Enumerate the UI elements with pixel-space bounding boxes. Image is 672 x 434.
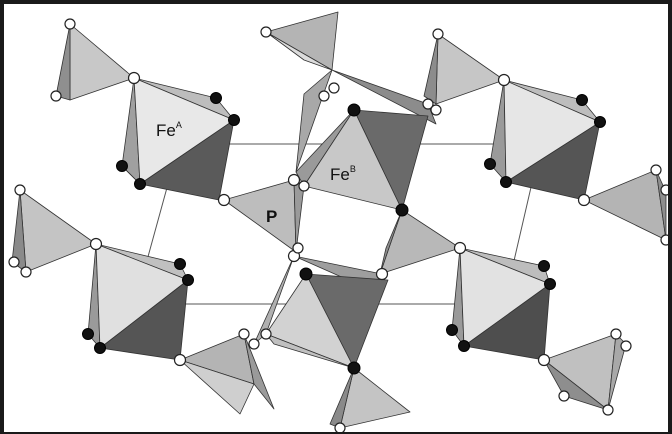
oxygen-atom — [64, 18, 76, 30]
oxygen-atoms — [8, 18, 668, 432]
oxygen-atom — [328, 82, 340, 94]
black-atom — [210, 92, 222, 104]
black-atom — [594, 116, 606, 128]
structure-svg: FeA FeB P — [8, 11, 668, 432]
oxygen-atom — [238, 328, 250, 340]
black-atom — [347, 103, 361, 117]
oxygen-atom — [248, 338, 260, 350]
fe-a-octahedron — [121, 77, 235, 201]
label-fe-b: FeB — [330, 164, 356, 184]
po4-tetrahedron-top-center — [265, 11, 339, 71]
oxygen-atom — [8, 256, 20, 268]
label-fe-a: FeA — [156, 120, 182, 140]
oxygen-atom — [375, 267, 389, 281]
oxygen-atom — [260, 26, 272, 38]
oxygen-atom — [620, 340, 632, 352]
po4-tetrahedron-bottom-center — [329, 367, 411, 429]
po4-tetrahedron-far-right — [583, 169, 667, 241]
oxygen-atom — [660, 184, 668, 196]
oxygen-atom — [50, 90, 62, 102]
black-atom — [94, 342, 106, 354]
oxygen-atom — [602, 404, 614, 416]
black-atom — [82, 328, 94, 340]
black-atom — [182, 274, 194, 286]
black-atom — [446, 324, 458, 336]
oxygen-atom — [497, 73, 511, 87]
oxygen-atom — [173, 353, 187, 367]
black-atom — [544, 278, 556, 290]
black-atom — [538, 260, 550, 272]
black-atom — [116, 160, 128, 172]
crystal-structure-diagram: FeA FeB P — [4, 4, 668, 432]
p-tetrahedron-center — [223, 179, 305, 253]
oxygen-atom — [217, 193, 231, 207]
oxygen-atom — [20, 266, 32, 278]
oxygen-atom — [650, 164, 662, 176]
fe-a-octahedron-lower-right — [451, 247, 551, 361]
black-atom — [576, 94, 588, 106]
oxygen-atom — [287, 173, 301, 187]
oxygen-atom — [260, 328, 272, 340]
oxygen-atom — [432, 28, 444, 40]
oxygen-atom — [577, 193, 591, 207]
label-p: P — [266, 207, 277, 226]
oxygen-atom — [292, 242, 304, 254]
oxygen-atom — [537, 353, 551, 367]
fe-a-octahedron-right — [489, 79, 601, 201]
fe-b-octahedron-lower — [253, 255, 389, 369]
oxygen-atom — [318, 90, 330, 102]
po4-tetrahedron-center-right — [379, 209, 461, 275]
black-atom — [228, 114, 240, 126]
fe-b-octahedron — [295, 69, 437, 211]
black-atom — [299, 267, 313, 281]
oxygen-atom — [558, 390, 570, 402]
po4-tetrahedron-top-right — [423, 33, 505, 105]
oxygen-atom — [453, 241, 467, 255]
black-atom — [500, 176, 512, 188]
fe-a-octahedron-lower — [87, 243, 189, 361]
oxygen-atom — [430, 104, 442, 116]
po4-tetrahedron-bottom-right — [543, 333, 627, 411]
oxygen-atom — [334, 422, 346, 432]
black-atom — [458, 340, 470, 352]
black-atom — [395, 203, 409, 217]
oxygen-atom — [298, 180, 310, 192]
oxygen-atom — [89, 237, 103, 251]
black-atom — [484, 158, 496, 170]
po4-tetrahedron-bottom-left — [179, 333, 275, 415]
oxygen-atom — [610, 328, 622, 340]
black-atom — [134, 178, 146, 190]
po4-tetrahedron-left — [11, 189, 97, 273]
black-atom — [174, 258, 186, 270]
black-atom — [347, 361, 361, 375]
po4-tetrahedron-top-left — [55, 23, 135, 101]
black-atoms — [82, 92, 606, 375]
oxygen-atom — [127, 71, 141, 85]
oxygen-atom — [422, 98, 434, 110]
oxygen-atom — [14, 184, 26, 196]
oxygen-atom — [660, 234, 668, 246]
